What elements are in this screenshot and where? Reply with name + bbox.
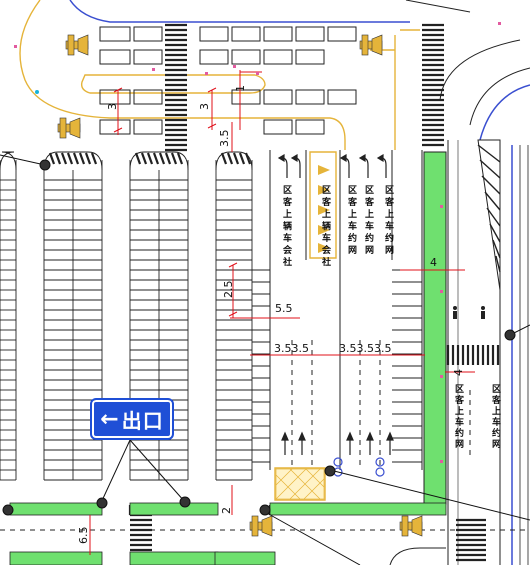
parking-rows [0, 151, 422, 481]
background-lines [69, 0, 530, 565]
green-lane [9, 151, 447, 565]
yellow-hatch-box [275, 468, 325, 500]
callouts [0, 154, 530, 565]
bicycle-icon [333, 457, 385, 477]
callout-dot-icon [324, 465, 336, 477]
arrow-up-icon [281, 431, 289, 455]
turn-left-arrow-icon [290, 153, 301, 178]
dim-2-5: 2.5 [222, 281, 235, 299]
car-symbols [57, 34, 423, 537]
label-col4: 区客上车约网 [364, 185, 375, 256]
arrow-up-icon [386, 431, 394, 455]
top-parking-stalls [99, 26, 357, 135]
dim-2: 2 [220, 507, 233, 514]
dim-3a: 3 [106, 103, 119, 110]
label-col2: 区客上辆车会社 [321, 185, 332, 268]
dim-3b: 3 [198, 103, 211, 110]
turn-left-arrow-icon [277, 153, 288, 178]
exit-sign-text: 出口 [121, 408, 164, 433]
bottom-right-curb [389, 547, 446, 565]
left-arrow-icon: ← [100, 406, 120, 432]
car-symbol-icon [65, 34, 89, 56]
dim-4b: 4 [452, 369, 465, 376]
label-col7: 区客上车约网 [491, 384, 502, 450]
arrow-up-icon [346, 431, 354, 455]
car-symbol-icon [249, 515, 273, 537]
callout-dot-icon [504, 329, 516, 341]
car-symbol-icon [359, 34, 383, 56]
label-col5: 区客上车约网 [384, 185, 395, 256]
lane-arrows [277, 153, 394, 455]
dim-1: 1 [234, 85, 247, 92]
arrow-up-icon [366, 431, 374, 455]
lane-labels: 区客上辆车会社 区客上辆车会社 区客上车约网 区客上车约网 区客上车约网 区客上… [282, 185, 502, 450]
dim-left-row: 3.53.5 [274, 342, 309, 355]
exit-sign: ← 出口 [90, 398, 174, 440]
lane-lines [269, 150, 423, 470]
callout-dot-icon [259, 504, 271, 516]
yellow-road-outline [19, 0, 420, 501]
car-symbol-icon [57, 117, 81, 139]
callout-dot-icon [39, 159, 51, 171]
callout-dot-icon [96, 497, 108, 509]
dashed-lines [0, 340, 530, 531]
dim-right-row: 3.53.53.5 [339, 342, 391, 355]
dimension-texts: 3 3 1 3.5 2.5 5.5 3.53.5 3.53.53.5 4 4 2… [77, 85, 465, 544]
label-col3: 区客上车约网 [347, 185, 358, 256]
dim-6-5: 6.5 [77, 527, 90, 545]
person-icon [453, 306, 485, 319]
callout-dot-icon [179, 496, 191, 508]
pink-marks [14, 22, 501, 463]
turn-left-arrow-icon [376, 153, 387, 178]
label-col6: 区客上车约网 [454, 384, 465, 450]
callout-dot-icon [2, 504, 14, 516]
turn-left-arrow-icon [358, 153, 369, 178]
yellow-chevrons [318, 165, 330, 253]
dim-4a: 4 [430, 256, 437, 269]
arrow-up-icon [298, 431, 306, 455]
dimension-lines [89, 70, 475, 555]
turn-left-arrow-icon [339, 153, 350, 178]
car-symbol-icon [399, 515, 423, 537]
label-col1: 区客上辆车会社 [282, 185, 293, 268]
dim-3-5: 3.5 [218, 130, 231, 148]
dim-5-5: 5.5 [275, 302, 293, 315]
